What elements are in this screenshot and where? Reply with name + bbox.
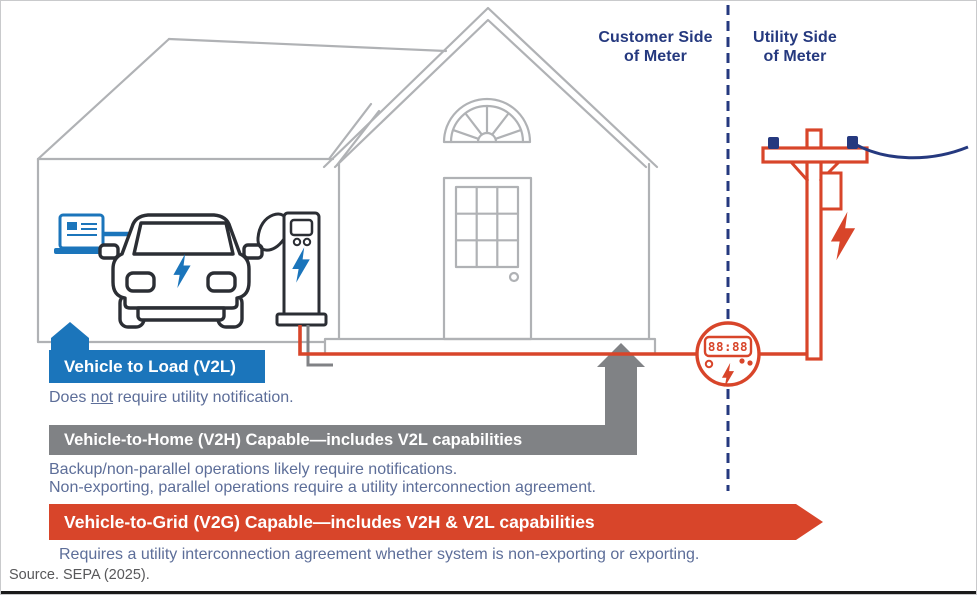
pole-transformer	[819, 171, 843, 211]
car-bumper	[136, 306, 226, 322]
car-mirror-left	[98, 243, 120, 260]
charger-cable	[256, 212, 288, 252]
car-mirror-right	[242, 243, 264, 260]
v2g-banner: Vehicle-to-Grid (V2G) Capable—includes V…	[49, 504, 796, 540]
v2h-banner-label: Vehicle-to-Home (V2H) Capable—includes V…	[64, 431, 523, 449]
insulator	[847, 136, 858, 149]
fanlight-window	[442, 97, 532, 144]
v2h-banner: Vehicle-to-Home (V2H) Capable—includes V…	[49, 425, 637, 455]
door	[442, 176, 533, 341]
meter-display	[703, 335, 753, 358]
electric-meter-icon: 88:88	[695, 321, 761, 388]
lightning-bolt-icon	[830, 211, 856, 261]
service-wire	[298, 325, 807, 356]
v2l-arrow	[51, 322, 89, 353]
utility-pole-icon	[761, 128, 969, 361]
v2g-banner-label: Vehicle-to-Grid (V2G) Capable—includes V…	[64, 512, 595, 532]
v2h-arrow	[597, 343, 645, 427]
charger-base	[275, 312, 328, 327]
v2l-banner-label: Vehicle to Load (V2L)	[64, 357, 236, 376]
v2h-caption: Backup/non-parallel operations likely re…	[49, 461, 596, 496]
bottom-border-line	[1, 591, 976, 594]
ev-car-front-icon	[98, 213, 264, 329]
meter-display-digits: 88:88	[708, 339, 748, 354]
utility-side-label: Utility Side of Meter	[753, 29, 837, 65]
pole-crossarm	[761, 146, 869, 164]
car-headlight-left	[125, 271, 156, 293]
insulator	[768, 137, 779, 149]
v2l-caption: Does not require utility notification.	[49, 389, 294, 406]
customer-side-label: Customer Side of Meter	[598, 29, 713, 65]
charger-screen	[289, 218, 314, 237]
car-windshield	[132, 221, 235, 256]
gray-wire	[306, 325, 333, 367]
laptop-icon	[54, 213, 143, 254]
ev-charger-icon	[256, 211, 328, 327]
car-headlight-right	[206, 271, 237, 293]
v2g-caption: Requires a utility interconnection agree…	[59, 546, 700, 563]
overhead-wire	[852, 141, 969, 160]
source-note: Source. SEPA (2025).	[9, 567, 150, 583]
v2l-banner: Vehicle to Load (V2L)	[49, 350, 265, 383]
foundation	[323, 337, 657, 356]
